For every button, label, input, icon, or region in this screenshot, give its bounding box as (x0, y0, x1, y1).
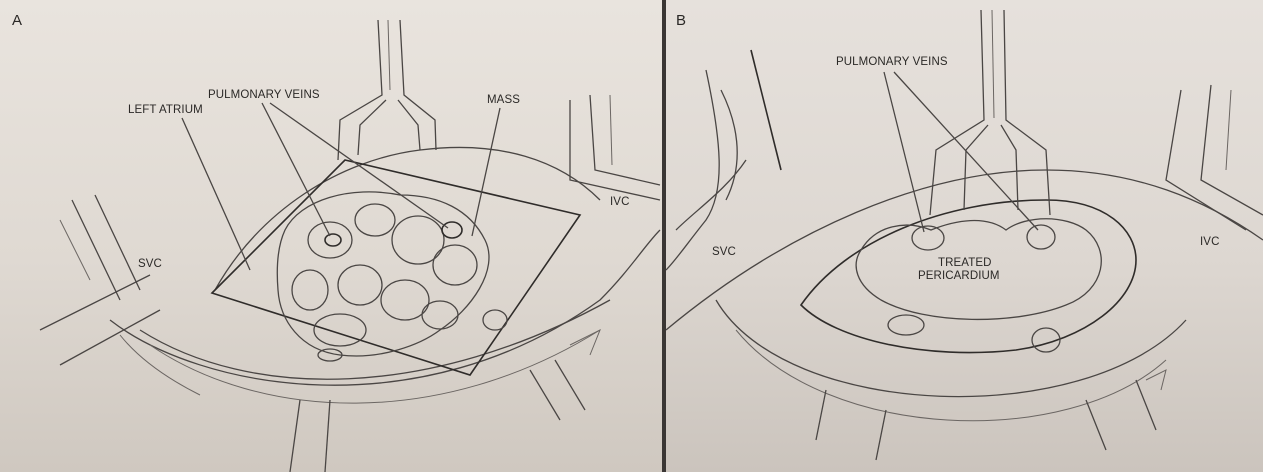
treated-label-line1: TREATED (918, 257, 1000, 270)
panel-a-drawing (0, 0, 662, 472)
pulmonary-veins-label: PULMONARY VEINS (208, 89, 320, 101)
treated-label-line2: PERICARDIUM (918, 270, 1000, 283)
pericardium-outline (110, 230, 660, 385)
heart-lower-contour (140, 300, 610, 379)
panel-letter: B (676, 12, 686, 29)
svc-label: SVC (712, 246, 736, 258)
pulmonary-veins-label: PULMONARY VEINS (836, 56, 948, 68)
panel-b: B PULMONARY VEINS SVC IVC TREATED PERICA… (666, 0, 1263, 472)
panel-a: A PULMONARY VEINS LEFT ATRIUM MASS IVC S… (0, 0, 662, 472)
ivc-label: IVC (1200, 236, 1219, 248)
pulmonary-vein-trunk (338, 20, 436, 160)
panel-b-drawing (666, 0, 1263, 472)
svc-vessel (666, 50, 781, 270)
ivc-vessel (1166, 85, 1263, 230)
heart-lower-contour (716, 300, 1186, 397)
svc-vessel (40, 195, 160, 365)
pulmonary-vein-trunk (930, 10, 1050, 215)
ivc-label: IVC (610, 196, 629, 208)
left-atrium-label: LEFT ATRIUM (128, 104, 203, 116)
mass-label: MASS (487, 94, 520, 106)
svc-label: SVC (138, 258, 162, 270)
panel-letter: A (12, 12, 22, 29)
treated-pericardium-label: TREATED PERICARDIUM (918, 257, 1000, 283)
mass-cluster (277, 192, 507, 361)
ivc-vessel (570, 95, 660, 200)
